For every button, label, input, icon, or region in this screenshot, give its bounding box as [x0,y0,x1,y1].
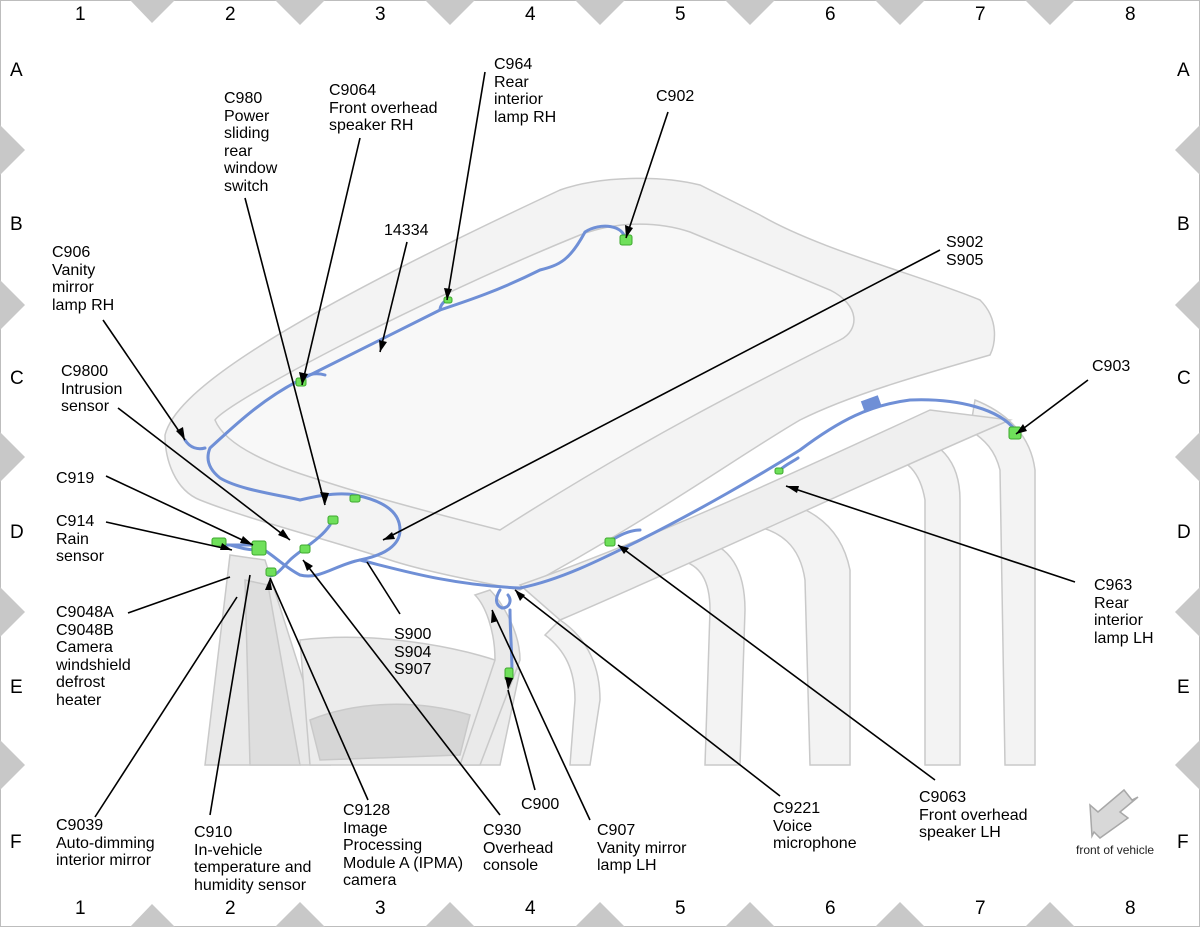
label-c902: C902 [656,88,695,105]
grid-row-left-c: C [10,368,24,389]
leader-c9048 [127,576,231,614]
leader-c907 [491,609,591,821]
label-c903: C903 [1092,358,1131,375]
label-c930: C930 Overhead console [483,822,554,874]
leader-c9800 [117,407,291,541]
grid-col-bottom-3: 3 [375,898,386,919]
label-s900: S900 S904 S907 [394,626,432,678]
vehicle-body [164,177,1036,766]
leader-arrowheads [176,225,1027,690]
grid-row-right-d: D [1177,522,1191,543]
leader-c9221 [514,589,781,797]
leader-s900 [366,561,401,615]
label-c9048: C9048A C9048B Camera windshield defrost … [56,604,131,709]
label-c963: C963 Rear interior lamp LH [1094,577,1154,647]
label-c919: C919 [56,470,95,487]
grid-col-bottom-1: 1 [75,898,86,919]
grid-row-left-d: D [10,522,24,543]
leader-c9064 [301,137,361,386]
connector-c903 [1008,426,1022,440]
grid-row-right-e: E [1177,677,1190,698]
grid-row-right-a: A [1177,60,1190,81]
leader-c9063 [617,544,936,781]
grid-row-left-f: F [10,832,22,853]
leader-lines [94,71,1089,821]
grid-col-top-7: 7 [975,4,986,25]
label-c964: C964 Rear interior lamp RH [494,56,557,126]
grid-col-top-8: 8 [1125,4,1136,25]
connector-c930 [299,544,311,554]
label-c9221: C9221 Voice microphone [773,800,857,852]
label-c9039: C9039 Auto-dimming interior mirror [56,817,155,869]
leader-c902 [625,111,669,239]
label-c980: C980 Power sliding rear window switch [224,90,278,195]
grid-row-right-b: B [1177,214,1190,235]
label-c907: C907 Vanity mirror lamp LH [597,822,687,874]
grid-col-bottom-2: 2 [225,898,236,919]
grid-row-right-c: C [1177,368,1191,389]
leader-c906 [102,319,186,441]
connector-c980 [327,515,339,525]
connector-c963 [774,467,784,475]
leader-c910 [209,574,251,816]
grid-col-top-4: 4 [525,4,536,25]
front-of-vehicle-arrow [1089,788,1139,839]
leader-c980 [244,197,326,506]
connector-c914 [251,540,267,556]
grid-col-bottom-6: 6 [825,898,836,919]
grid-col-top-2: 2 [225,4,236,25]
connectors [211,234,1022,681]
grid-col-bottom-5: 5 [675,898,686,919]
leader-c9128 [269,577,369,801]
connector-misc [349,494,361,503]
label-14334: 14334 [384,222,429,239]
grid-row-left-a: A [10,60,23,81]
leader-c914 [105,521,233,551]
leader-c930 [302,559,501,816]
grid-col-bottom-7: 7 [975,898,986,919]
front-of-vehicle-label: front of vehicle [1076,843,1155,857]
leader-c963 [785,485,1076,583]
grid-col-bottom-4: 4 [525,898,536,919]
leader-s902 [382,249,941,541]
grid-col-top-5: 5 [675,4,686,25]
grid-col-top-3: 3 [375,4,386,25]
grid-col-top-6: 6 [825,4,836,25]
grid-row-left-e: E [10,677,23,698]
leader-14334 [379,241,408,353]
label-c910: C910 In-vehicle temperature and humidity… [194,824,312,894]
label-c9064: C9064 Front overhead speaker RH [329,82,438,134]
label-c9800: C9800 Intrusion sensor [61,363,123,415]
leader-c919 [105,475,254,546]
grid-row-left-b: B [10,214,23,235]
label-c9128: C9128 Image Processing Module A (IPMA) c… [343,802,464,889]
leader-c9039 [94,596,238,818]
label-c9063: C9063 Front overhead speaker LH [919,789,1028,841]
connector-c9063 [604,537,616,547]
label-c900: C900 [521,796,560,813]
label-s902: S902 S905 [946,234,984,269]
label-c914: C914 Rain sensor [56,513,105,565]
leader-c964 [446,71,486,301]
connector-c9128 [265,567,277,577]
grid-col-bottom-8: 8 [1125,898,1136,919]
grid-col-top-1: 1 [75,4,86,25]
label-c906: C906 Vanity mirror lamp RH [52,244,115,314]
leader-c900 [507,689,536,791]
harness-clip [860,395,882,411]
grid-row-right-f: F [1177,832,1189,853]
leader-c903 [1015,379,1089,435]
